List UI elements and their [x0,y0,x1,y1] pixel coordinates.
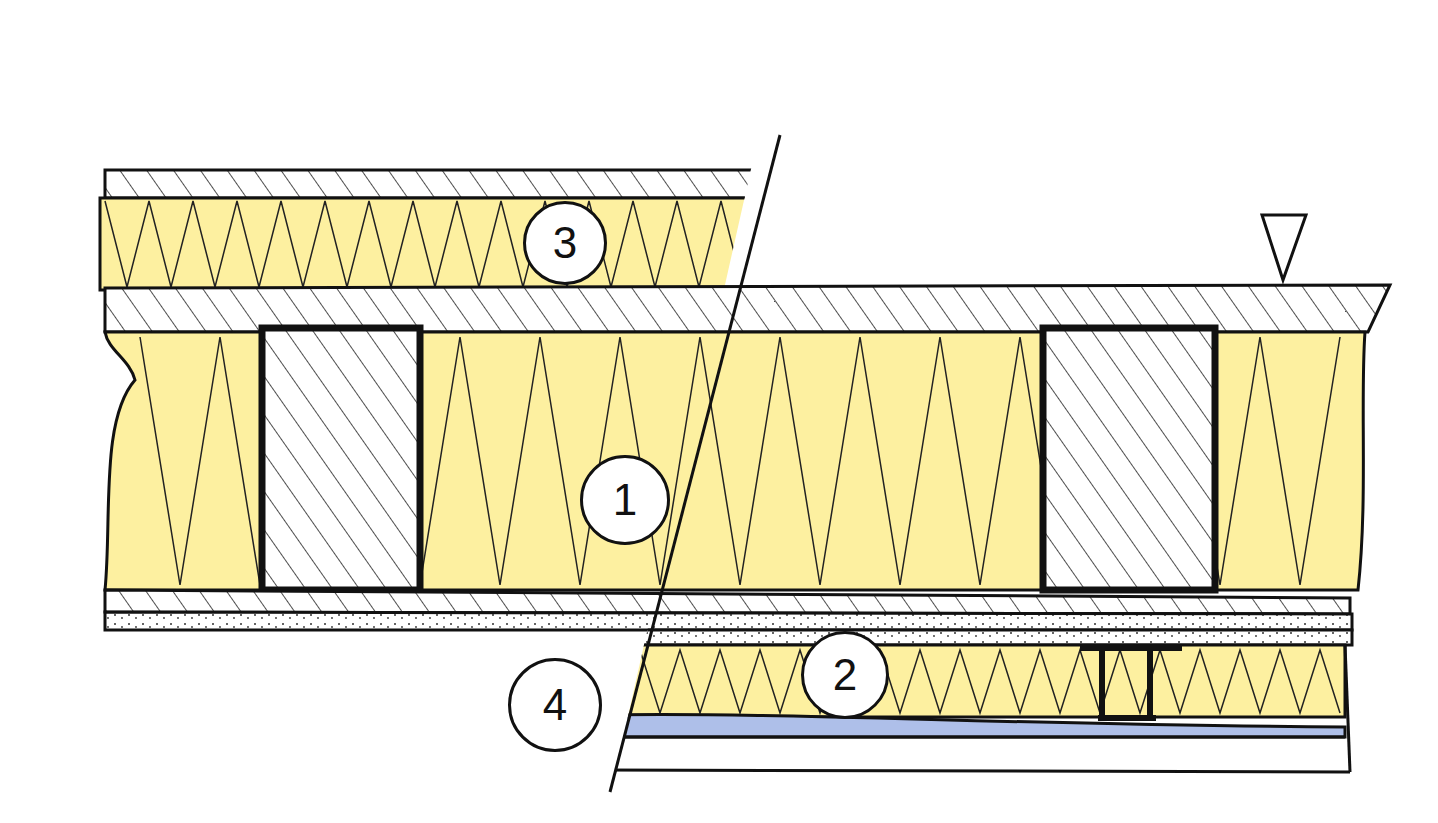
board-line [600,770,1350,772]
level-marker [1262,215,1306,280]
callout-number: 4 [543,683,567,727]
stud [262,328,420,590]
callout-circle: 2 [801,631,889,719]
plaster-board [600,630,1352,645]
callout-number: 3 [553,221,577,265]
insulation [600,645,1345,717]
board [105,170,805,198]
board-edge [1345,645,1350,772]
insulation-hatch [600,650,1340,713]
callout-circle: 4 [508,658,602,752]
steel-profile [1080,648,1182,718]
callout-number: 1 [613,478,637,522]
insulation [100,198,805,290]
stud [1043,328,1215,590]
board [105,590,1350,614]
insulation-hatch [105,201,787,287]
plaster-board [105,612,1352,630]
callout-circle: 1 [580,455,670,545]
callout-number: 2 [833,653,857,697]
membrane [600,715,1345,737]
callout-circle: 3 [523,201,607,285]
board-line [600,736,1345,739]
